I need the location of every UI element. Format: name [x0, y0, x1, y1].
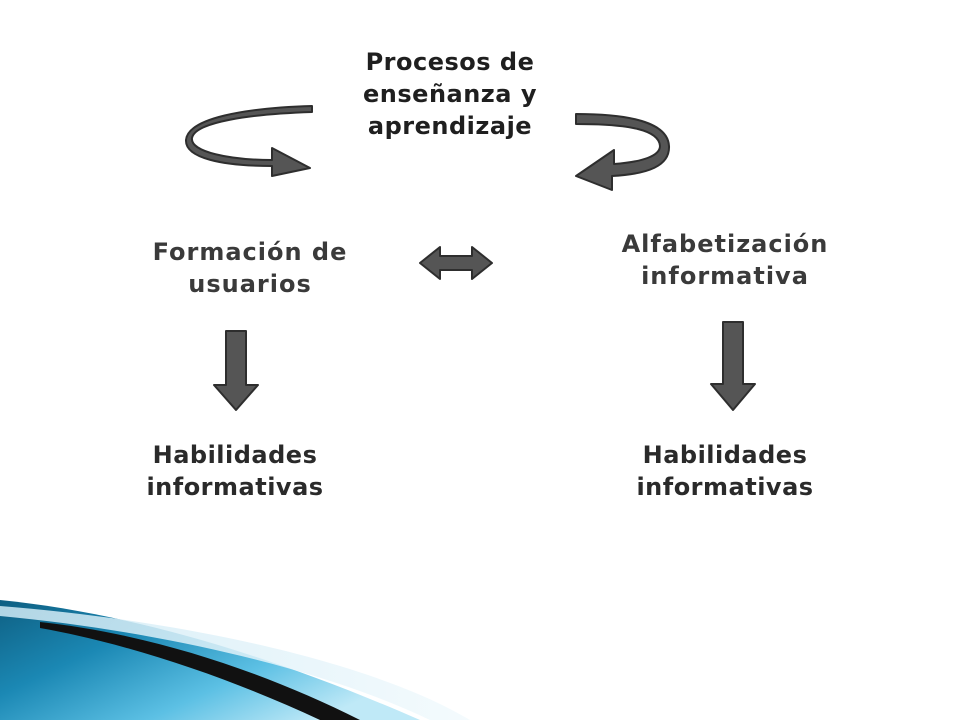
node-text-line: informativa	[641, 262, 809, 290]
node-text-line: aprendizaje	[367, 112, 533, 140]
node-text-line: Habilidades	[152, 441, 318, 469]
down-arrow-left-icon	[213, 330, 259, 411]
node-information-literacy: Alfabetización informativa	[580, 228, 870, 292]
node-information-skills-right: Habilidades informativas	[600, 439, 850, 503]
down-arrow-right-icon	[710, 321, 756, 411]
curved-arrow-left-icon	[184, 105, 313, 177]
node-text-line: informativas	[636, 473, 814, 501]
node-user-training: Formación de usuarios	[120, 236, 380, 300]
decorative-swoosh	[0, 600, 470, 720]
node-teaching-learning-processes: Procesos de enseñanza y aprendizaje	[330, 46, 570, 142]
node-text-line: Habilidades	[642, 441, 808, 469]
node-text-line: Alfabetización	[621, 230, 829, 258]
curved-arrow-right-icon	[575, 113, 671, 191]
node-information-skills-left: Habilidades informativas	[110, 439, 360, 503]
node-text-line: informativas	[146, 473, 324, 501]
node-text-line: enseñanza y	[363, 80, 537, 108]
double-headed-arrow-icon	[419, 246, 493, 280]
node-text-line: usuarios	[188, 270, 312, 298]
node-text-line: Procesos de	[365, 48, 535, 76]
node-text-line: Formación de	[152, 238, 348, 266]
